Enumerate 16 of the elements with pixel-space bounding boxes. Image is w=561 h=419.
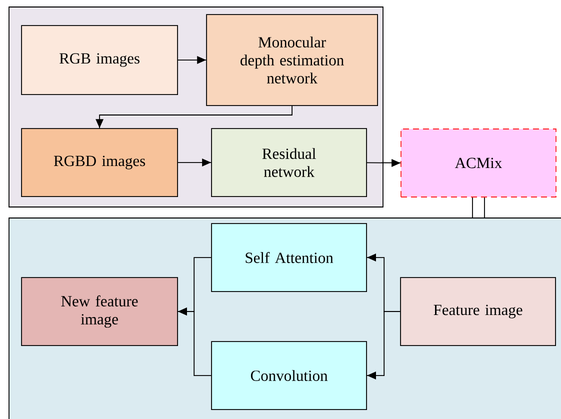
process-box: Self Attention	[211, 223, 367, 292]
process-box: RGBD images	[21, 128, 178, 197]
arrow	[178, 56, 207, 64]
arrow	[178, 308, 212, 376]
arrow	[366, 159, 401, 167]
arrow	[178, 158, 212, 167]
process-box: New feature image	[21, 277, 178, 346]
process-box: ACMix	[400, 128, 556, 198]
process-box: Feature image	[400, 277, 556, 346]
connector-line	[472, 197, 485, 218]
arrow	[366, 311, 401, 380]
arrow	[96, 106, 292, 129]
process-box: RGB images	[21, 25, 178, 95]
process-box: Monocular depth estimation network	[206, 14, 378, 106]
process-box: Residual network	[211, 128, 367, 197]
process-box: Convolution	[211, 341, 367, 410]
